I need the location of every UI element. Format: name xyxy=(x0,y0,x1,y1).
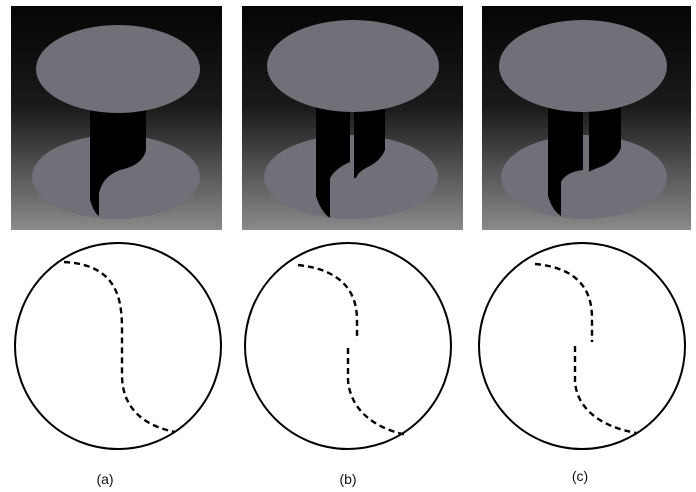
rotor-blade-left xyxy=(548,103,583,216)
rotor-blade xyxy=(90,103,146,216)
blade-profile-upper-dashed xyxy=(534,262,594,342)
schematic-a xyxy=(14,242,222,450)
blade-profile-dashed xyxy=(63,260,176,434)
blade-profile-upper-dashed xyxy=(297,263,359,340)
schematic-b xyxy=(244,242,452,450)
top-disc xyxy=(499,20,667,112)
blade-profile-lower-dashed xyxy=(573,346,638,435)
blade-profile-lower-dashed xyxy=(346,348,408,437)
rotor-outline-circle xyxy=(478,242,686,450)
panel-label-c: (c) xyxy=(572,468,588,484)
bottom-disc xyxy=(32,135,200,219)
render-c xyxy=(482,6,691,230)
rotor-blade-left xyxy=(316,103,350,218)
render-b xyxy=(242,6,463,230)
render-a xyxy=(11,6,222,230)
top-disc xyxy=(267,20,439,112)
bottom-disc xyxy=(264,135,438,219)
schematic-c xyxy=(478,242,686,450)
rotor-blade-right xyxy=(589,103,621,172)
rotor-blade-right xyxy=(354,103,385,178)
top-disc xyxy=(36,25,200,113)
rotor-outline-circle xyxy=(244,242,452,450)
bottom-disc xyxy=(501,135,667,219)
rotor-outline-circle xyxy=(14,242,222,450)
panel-label-b: (b) xyxy=(339,471,356,487)
panel-label-a: (a) xyxy=(96,471,113,487)
